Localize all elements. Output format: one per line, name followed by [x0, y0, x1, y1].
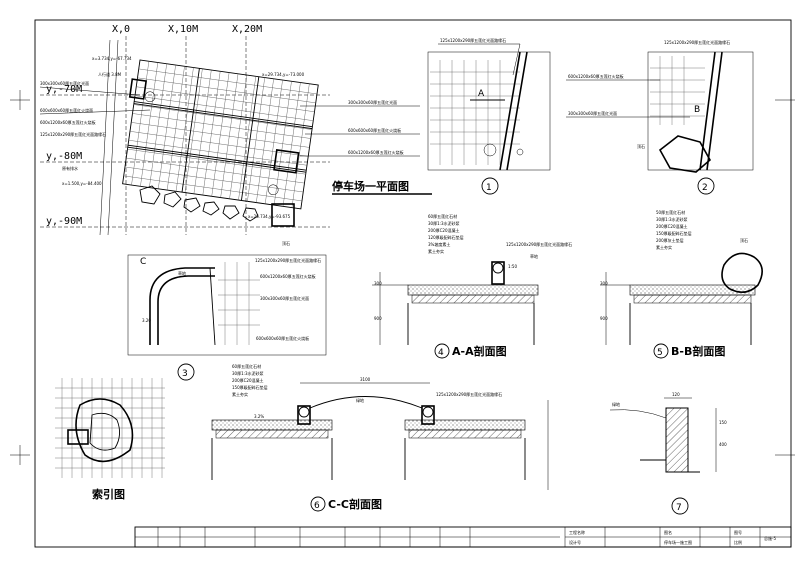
section-a-slope: 1:50	[508, 264, 517, 269]
section-a-curb: 125x1200x290厚五莲红光面路缘石	[506, 241, 572, 247]
detail-2-note-2: 300x300x60厚五莲红光面	[568, 110, 617, 116]
detail-7-label: 绿地	[612, 401, 620, 407]
detail-3-note-4: 600x600x60厚五莲红火烧板	[256, 335, 309, 341]
axis-y-90: y,-90M	[46, 216, 82, 227]
detail-2-mark: B	[694, 105, 700, 115]
section-a-dim-2: 900	[374, 316, 382, 321]
detail-1-number: 1	[486, 183, 492, 193]
section-c-layer-5: 素土夯实	[232, 391, 248, 397]
detail-3-note-2: 600x1200x60厚五莲红火烧板	[260, 273, 316, 279]
axis-y-80: y,-80M	[46, 151, 82, 162]
plan-right-note-1: 300x300x60厚五莲红光面	[348, 99, 397, 105]
detail-1-mark: A	[478, 89, 485, 99]
section-b-dim-2: 900	[600, 316, 608, 321]
section-a-layer-6: 素土夯实	[428, 248, 444, 254]
section-c-title: C-C剖面图	[328, 497, 382, 511]
section-a-layer-4: 120厚级配碎石垫层	[428, 234, 464, 240]
section-c-curb: 125x1200x290厚五莲红光面路缘石	[436, 391, 502, 397]
section-c-c: 3100 3.2% 绿地 60厚五莲红石材 30厚1:3水泥砂浆 200厚C20…	[211, 363, 549, 512]
detail-2-note-3: 125x1200x290厚五莲红光面路缘石	[664, 39, 730, 45]
section-b-dim-1: 300	[600, 281, 608, 286]
section-c-layer-4: 150厚级配碎石垫层	[232, 384, 268, 390]
detail-3-note-1: 125x1200x290厚五莲红光面路缘石	[255, 257, 321, 263]
stone-label: 顶石	[282, 241, 290, 246]
section-a-layer-3: 200厚C20混凝土	[428, 227, 460, 233]
section-a-layer-1: 60厚五莲红石材	[428, 213, 457, 219]
plan-right-note-2: 600x600x60厚五莲红火烧板	[348, 127, 401, 133]
plan-note-4: 125x1200x290厚五莲红光面路缘石	[40, 131, 106, 137]
section-b-layer-4: 150厚级配碎石垫层	[656, 230, 692, 236]
section-c-width: 3100	[360, 377, 371, 382]
coord-top-1: x=3.734,y=-67.734	[92, 56, 132, 61]
coord-top-2: x=29.734,y=-73.000	[262, 72, 305, 77]
detail-2-stone: 顶石	[637, 144, 645, 149]
detail-3-mark: C	[140, 257, 146, 267]
drainage-label: 原有排水	[62, 165, 78, 171]
section-b-b: 300 900 50厚五莲红石材 30厚1:3水泥砂浆 200厚C20混凝土 1…	[600, 209, 763, 359]
section-c-slope: 3.2%	[254, 414, 264, 419]
title-block-sheet-no: 总施-5	[764, 535, 776, 541]
section-b-layer-1: 50厚五莲红石材	[656, 209, 685, 215]
section-b-layer-6: 素土夯实	[656, 244, 672, 250]
section-c-grass: 绿地	[356, 397, 364, 403]
detail-7-dim-3: 400	[719, 442, 727, 447]
title-block-cell-6: 比例	[734, 539, 742, 545]
section-a-title: A-A剖面图	[452, 344, 507, 358]
title-block-cell-2: 设计号	[569, 539, 581, 545]
detail-7-dim-2: 150	[719, 420, 727, 425]
title-block-cell-3: 图名	[664, 529, 672, 535]
section-b-stone: 顶石	[740, 238, 748, 243]
section-b-layer-3: 200厚C20混凝土	[656, 223, 688, 229]
parking-plan: X,0 X,10M X,20M y,-70M y,-80M y,-90M	[39, 24, 432, 246]
section-a-dim-1: 300	[374, 281, 382, 286]
section-b-layer-5: 200厚灰土垫层	[656, 237, 684, 243]
section-c-number: 6	[314, 501, 320, 511]
detail-2-note-1: 600x1200x60厚五莲红火烧板	[568, 73, 624, 79]
detail-3-note-3: 300x300x60厚五莲红光面	[260, 295, 309, 301]
coord-bottom: x=26.734,y=-93.675	[248, 214, 291, 219]
detail-7-number: 7	[676, 503, 682, 513]
section-c-layer-3: 200厚C20混凝土	[232, 377, 264, 383]
axis-x-10: X,10M	[168, 24, 198, 35]
index-map: 索引图	[55, 378, 165, 501]
detail-2-number: 2	[702, 183, 708, 193]
section-b-title: B-B剖面图	[671, 344, 725, 358]
section-a-layer-5: 3%坡度素土	[428, 241, 450, 247]
section-b-layer-2: 30厚1:3水泥砂浆	[656, 216, 688, 222]
section-a-grass: 草地	[530, 253, 538, 259]
detail-1-note: 125x1200x290厚五莲红光面路缘石	[440, 37, 506, 43]
detail-7: 绿地 120 150 400 7	[609, 392, 727, 515]
plan-note-3: 600x1200x60厚五莲红火烧板	[40, 119, 96, 125]
section-a-a: 300 900 60厚五莲红石材 30厚1:3水泥砂浆 200厚C20混凝土 1…	[372, 213, 572, 359]
index-map-title: 索引图	[92, 487, 125, 501]
detail-3-number: 3	[182, 369, 188, 379]
title-block-cell-1: 工程名称	[569, 529, 585, 535]
detail-3-radius: 3.20	[142, 318, 151, 323]
detail-1: A 125x1200x290厚五莲红光面路缘石 1	[427, 37, 551, 195]
section-c-layer-2: 30厚1:3水泥砂浆	[232, 370, 264, 376]
axis-y-70: y,-70M	[46, 84, 82, 95]
section-c-layer-1: 60厚五莲红石材	[232, 363, 261, 369]
axis-x-0: X,0	[112, 24, 130, 35]
section-b-number: 5	[657, 348, 663, 358]
title-block-cell-5: 图号	[734, 529, 742, 535]
plan-note-2: 600x600x60厚五莲红火烧面	[40, 107, 93, 113]
coord-left: x=1.500,y=-84.400	[62, 181, 102, 186]
section-a-layer-2: 30厚1:3水泥砂浆	[428, 220, 460, 226]
title-block: 工程名称 设计号 图名 停车场一施工图 图号 比例 总施-5	[134, 526, 792, 548]
axis-x-20: X,20M	[232, 24, 262, 35]
plan-title: 停车场一平面图	[332, 179, 409, 193]
plan-note-1: 300x300x60厚五莲红光面	[40, 80, 89, 86]
detail-3: C 3.20 草地 125x1200x290厚五莲红光面路缘石 600x1200…	[127, 254, 327, 381]
section-a-number: 4	[438, 348, 444, 358]
entrance-label: 人行道 3.8M	[98, 71, 122, 77]
detail-2: B 600x1200x60厚五莲红火烧板 300x300x60厚五莲红光面 12…	[566, 39, 754, 195]
title-block-drawing-name: 停车场一施工图	[664, 539, 692, 545]
plan-right-note-3: 600x1200x60厚五莲红火烧板	[348, 149, 404, 155]
detail-7-dim-1: 120	[672, 392, 680, 397]
detail-3-grass: 草地	[178, 270, 186, 276]
